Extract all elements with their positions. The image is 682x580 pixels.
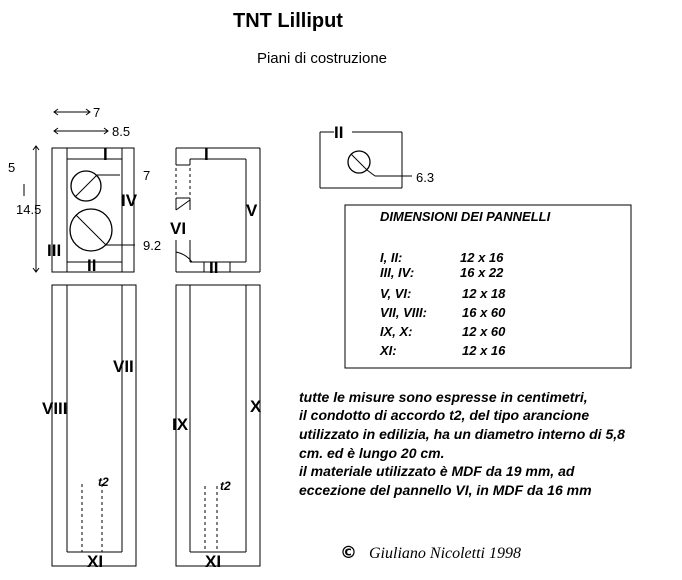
port-label-t2-right: t2 <box>220 479 231 493</box>
note-line: cm. ed è lungo 20 cm. <box>299 445 445 461</box>
side-box-drawing <box>175 147 261 273</box>
panel-label-xi-left: XI <box>87 552 103 571</box>
table-row-panel: V, VI: <box>380 286 411 301</box>
tall-box-right-outer <box>175 284 261 567</box>
note-line: tutte le misure sono espresse in centime… <box>299 389 588 405</box>
page-title: TNT Lilliput <box>233 10 343 32</box>
front-box-outer <box>51 147 135 273</box>
dimension-arrows-vertical <box>23 145 40 273</box>
page-subtitle: Piani di costruzione <box>257 50 387 67</box>
port-dimension: 6.3 <box>416 170 434 185</box>
panel-label-ii-side: II <box>209 258 218 277</box>
panel-label-iii: III <box>47 241 61 260</box>
table-row-size: 12 x 16 <box>462 343 506 358</box>
dimension-arrows-top <box>53 108 109 135</box>
notes-block: tutte le misure sono espresse in centime… <box>299 389 625 498</box>
tall-box-right-drawing <box>175 284 261 567</box>
note-line: eccezione del pannello VI, in MDF da 16 … <box>299 482 592 498</box>
port-label-t2-left: t2 <box>98 475 109 489</box>
table-row-panel: IX, X: <box>380 324 413 339</box>
panel-label-i-side: I <box>204 145 209 164</box>
dimension-table-box <box>344 204 632 369</box>
large-hole-diameter-line <box>75 214 107 246</box>
table-row-size: 12 x 18 <box>462 286 506 301</box>
copyright-symbol: © <box>340 543 357 563</box>
table-row-panel: III, IV: <box>380 265 414 280</box>
note-line: il materiale utilizzato è MDF da 19 mm, … <box>299 463 575 479</box>
table-row-panel: VII, VIII: <box>380 305 427 320</box>
tall-box-left-drawing <box>51 284 137 567</box>
panel-label-i-front: I <box>103 145 108 164</box>
dimension-7: 7 <box>93 105 100 120</box>
small-driver-hole <box>70 170 102 202</box>
panel-label-vi: VI <box>170 219 186 238</box>
tall-box-left-outer <box>51 284 137 567</box>
table-row-size: 12 x 60 <box>462 324 506 339</box>
table-row-size: 16 x 22 <box>460 265 504 280</box>
table-row-size: 12 x 16 <box>460 250 504 265</box>
front-box-inner <box>66 158 123 263</box>
large-driver-hole <box>69 208 113 252</box>
panel-label-iv: IV <box>121 191 138 210</box>
dimension-table-title: DIMENSIONI DEI PANNELLI <box>380 209 551 224</box>
port-panel-drawing <box>319 131 412 189</box>
port-hole <box>347 150 371 174</box>
note-line: utilizzato in edilizia, ha un diametro i… <box>299 426 625 442</box>
hole-dimension-large: 9.2 <box>143 238 161 253</box>
dimension-table-rows: I, II: 12 x 16 III, IV: 16 x 22 V, VI: 1… <box>379 250 506 358</box>
panel-label-vii: VII <box>113 357 134 376</box>
panel-label-x: X <box>250 397 262 416</box>
front-box-drawing <box>51 147 135 273</box>
table-row-panel: XI: <box>379 343 397 358</box>
author-signature: Giuliano Nicoletti 1998 <box>369 545 521 562</box>
note-line: il condotto di accordo t2, del tipo aran… <box>299 407 589 423</box>
panel-label-viii: VIII <box>42 399 68 418</box>
dimension-5: 5 <box>8 160 15 175</box>
table-row-size: 16 x 60 <box>462 305 506 320</box>
dimension-14-5: 14.5 <box>16 202 41 217</box>
hole-dimension-small: 7 <box>143 168 150 183</box>
panel-label-ii-front: II <box>87 256 96 275</box>
dimension-8-5: 8.5 <box>112 124 130 139</box>
panel-label-xi-right: XI <box>205 552 221 571</box>
panel-label-ii-port: II <box>334 123 343 142</box>
table-row-panel: I, II: <box>380 250 402 265</box>
panel-label-ix: IX <box>172 415 189 434</box>
panel-label-v: V <box>246 201 258 220</box>
small-hole-diameter-line <box>74 174 98 198</box>
